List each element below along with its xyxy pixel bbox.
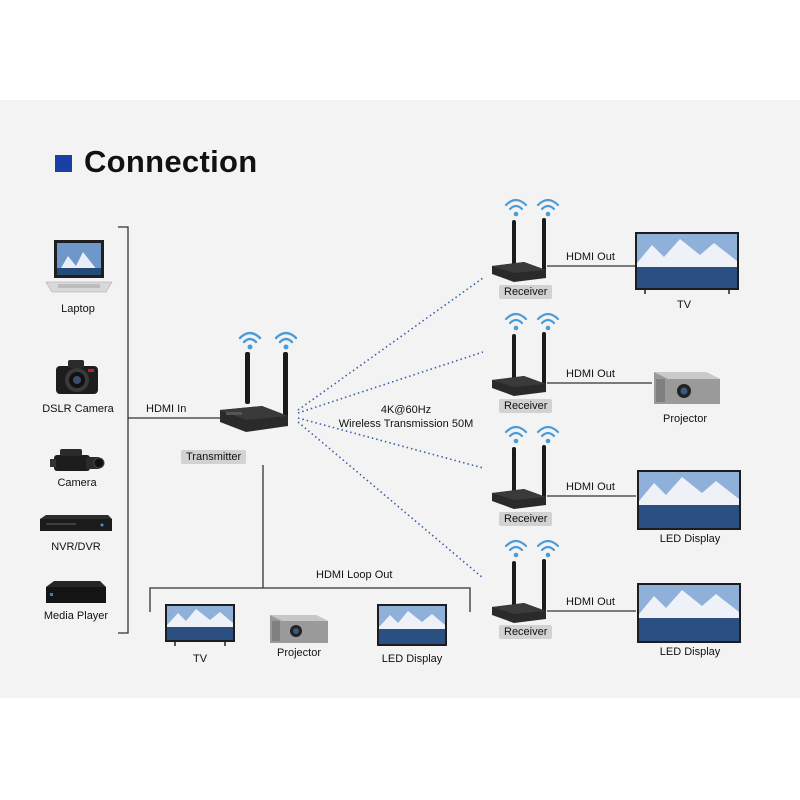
wifi-signal-icon [504,312,560,331]
page-title: Connection [84,144,258,179]
wireless-distance: Wireless Transmission 50M [338,418,474,430]
loop-projector-icon [270,615,328,643]
projector-icon [654,372,720,404]
receiver-device-1 [492,218,546,282]
transmitter-tag: Transmitter [181,450,247,464]
wifi-signal-icon [504,539,560,558]
receiver-device-2 [492,332,546,396]
led-display-icon [637,583,741,643]
source-label-nvr-dvr: NVR/DVR [51,541,101,553]
source-label-media-player: Media Player [43,610,109,622]
loop-out-label: HDMI Loop Out [316,569,393,581]
hdmi-out-label: HDMI Out [566,481,615,493]
video-camera-icon [50,449,105,471]
hdmi-in-label: HDMI In [146,403,187,415]
hdmi-out-label: HDMI Out [566,368,615,380]
wireless-links [297,277,484,579]
source-label-dslr-camera: DSLR Camera [42,403,114,415]
wireless-link-2 [297,351,484,414]
dslr-camera-icon [56,360,98,394]
source-label-laptop: Laptop [61,303,95,315]
wireless-resolution: 4K@60Hz [380,404,432,416]
receiver-tag: Receiver [499,285,553,299]
wireless-link-3 [297,417,484,469]
nvr-dvr-icon [40,515,112,531]
receiver-tag: Receiver [499,512,553,526]
laptop-icon [45,240,113,293]
output-label-led-display: LED Display [659,533,721,545]
hdmi-out-label: HDMI Out [566,251,615,263]
loop-tv-icon [165,604,235,646]
wifi-signal-icon [504,425,560,444]
title-bullet [55,155,72,172]
wifi-signal-icon [238,331,298,350]
source-label-camera: Camera [57,477,97,489]
source-bracket [118,226,129,634]
loop-label-led-display: LED Display [381,653,443,665]
wireless-link-1 [297,277,484,411]
loop-label-tv: TV [192,653,208,665]
hdmi-out-label: HDMI Out [566,596,615,608]
receiver-tag: Receiver [499,399,553,413]
wireless-link-4 [297,421,484,579]
output-label-projector: Projector [662,413,708,425]
media-player-icon [46,581,106,603]
receiver-device-4 [492,559,546,623]
loop-led-display-icon [377,604,447,646]
transmitter-device [220,352,288,432]
tv-icon [635,232,739,294]
receiver-device-3 [492,445,546,509]
loop-label-projector: Projector [276,647,322,659]
wifi-signal-icon [504,198,560,217]
loop-out-bracket [149,587,471,612]
wireless-spec: 4K@60Hz Wireless Transmission 50M [336,403,476,431]
output-label-tv: TV [676,299,692,311]
led-display-icon [637,470,741,530]
receiver-tag: Receiver [499,625,553,639]
hdmi-out-lines [547,265,652,612]
output-label-led-display: LED Display [659,646,721,658]
